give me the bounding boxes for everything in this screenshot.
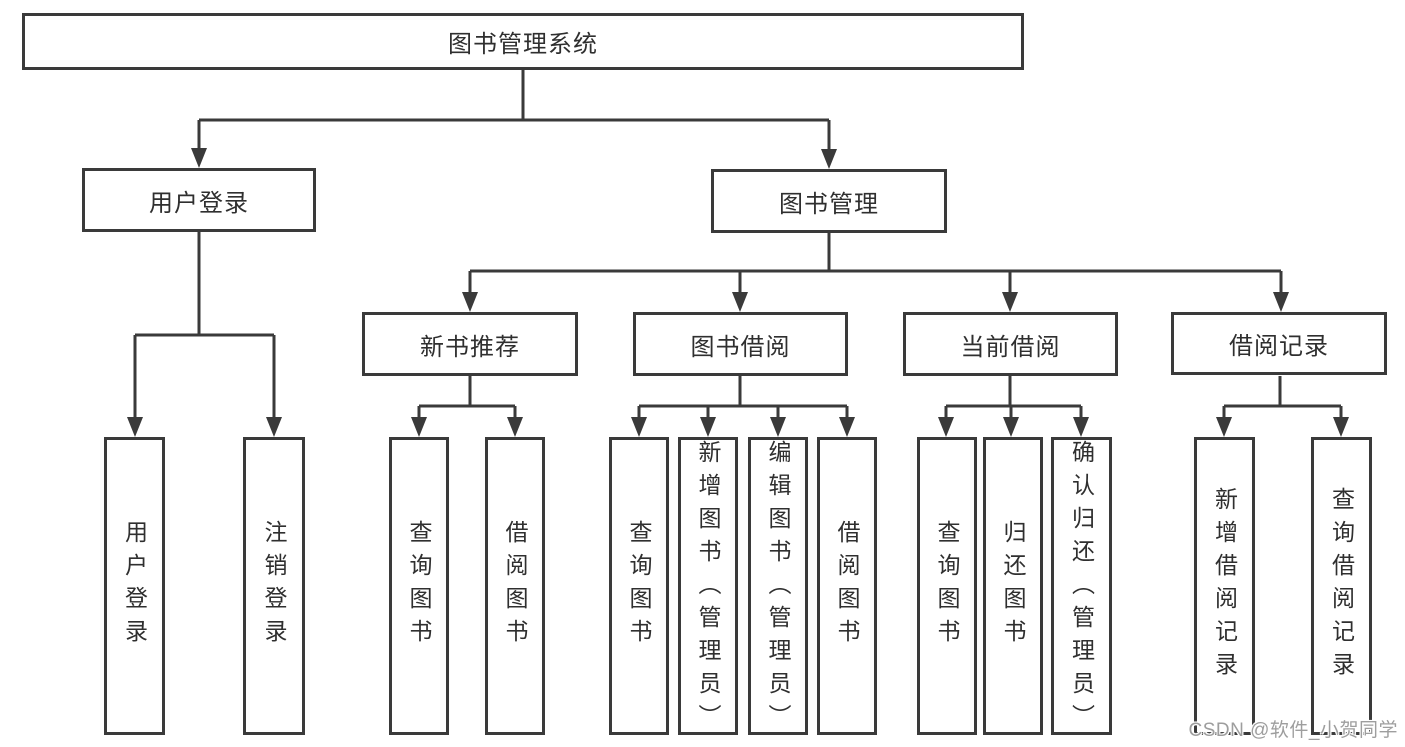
node-user-login: 用户登录 <box>82 168 316 232</box>
node-book-management: 图书管理 <box>711 169 947 233</box>
watermark: CSDN @软件_小贺同学 <box>1188 720 1398 741</box>
arrowhead <box>938 417 954 437</box>
arrowhead <box>770 417 786 437</box>
leaf-nbr-query-books: 查询图书 <box>389 437 449 735</box>
arrowhead <box>1216 417 1232 437</box>
arrowhead <box>507 417 523 437</box>
leaf-br-add-record: 新增借阅记录 <box>1194 437 1255 735</box>
arrowhead <box>462 292 478 312</box>
arrowhead <box>1333 417 1349 437</box>
arrowhead <box>700 417 716 437</box>
node-borrowing-records: 借阅记录 <box>1171 312 1387 375</box>
arrowhead <box>839 417 855 437</box>
arrowhead <box>1002 292 1018 312</box>
node-book-borrowing: 图书借阅 <box>633 312 848 376</box>
leaf-bb-add-books: 新增图书（管理员） <box>678 437 738 737</box>
leaf-user-login: 用户登录 <box>104 437 165 735</box>
leaf-br-query-record: 查询借阅记录 <box>1311 437 1372 735</box>
arrowhead <box>732 292 748 312</box>
arrowhead <box>821 149 837 169</box>
leaf-cb-query-books: 查询图书 <box>917 437 977 735</box>
arrowhead <box>191 148 207 168</box>
leaf-nbr-borrow-books: 借阅图书 <box>485 437 545 735</box>
arrowhead <box>1273 292 1289 312</box>
node-root: 图书管理系统 <box>22 13 1024 70</box>
node-new-book-recommend: 新书推荐 <box>362 312 578 376</box>
leaf-cb-return-books: 归还图书 <box>983 437 1043 735</box>
arrowhead <box>631 417 647 437</box>
leaf-bb-borrow-books: 借阅图书 <box>817 437 877 735</box>
leaf-logout: 注销登录 <box>243 437 305 735</box>
leaf-bb-edit-books: 编辑图书（管理员） <box>748 437 808 737</box>
node-current-borrowing: 当前借阅 <box>903 312 1118 376</box>
leaf-cb-confirm-return: 确认归还（管理员） <box>1051 437 1112 737</box>
leaf-bb-query-books: 查询图书 <box>609 437 669 735</box>
arrowhead <box>127 417 143 437</box>
arrowhead <box>1073 417 1089 437</box>
arrowhead <box>411 417 427 437</box>
arrowhead <box>1003 417 1019 437</box>
arrowhead <box>266 417 282 437</box>
